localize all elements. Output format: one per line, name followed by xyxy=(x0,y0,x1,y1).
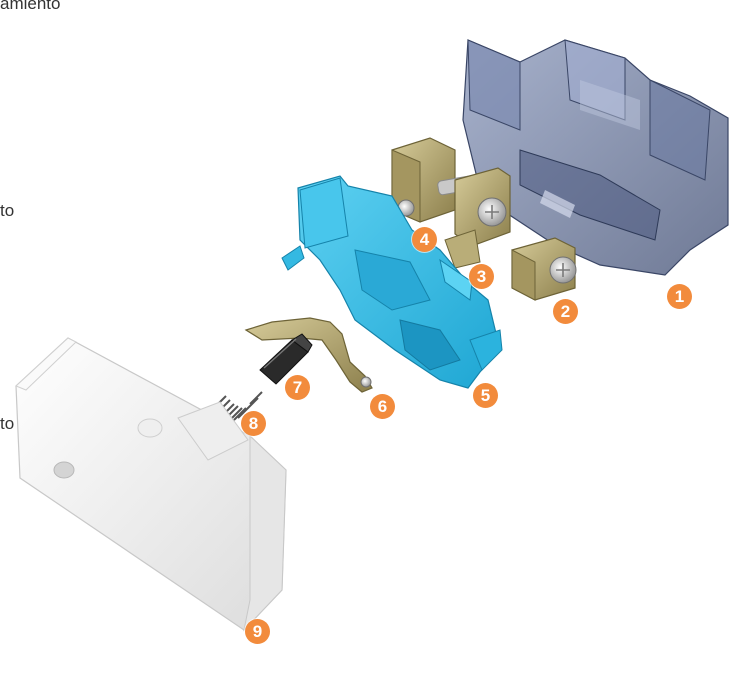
callout-badge: 7 xyxy=(285,375,310,400)
callout-badge: 1 xyxy=(667,284,692,309)
callout-badge: 5 xyxy=(473,383,498,408)
callout-badge: 9 xyxy=(245,619,270,644)
housing-part xyxy=(463,40,728,275)
front-cover xyxy=(16,338,286,630)
side-label-middle: to xyxy=(0,201,14,221)
contact-lever xyxy=(246,318,372,392)
callout-badge: 2 xyxy=(553,299,578,324)
callout-badge: 8 xyxy=(241,411,266,436)
terminal-clamp-right xyxy=(512,238,576,300)
callout-badge: 3 xyxy=(469,264,494,289)
callout-badge: 4 xyxy=(412,227,437,252)
side-label-bottom: to xyxy=(0,414,14,434)
side-label-top: amiento xyxy=(0,0,60,14)
callout-badge: 6 xyxy=(370,394,395,419)
